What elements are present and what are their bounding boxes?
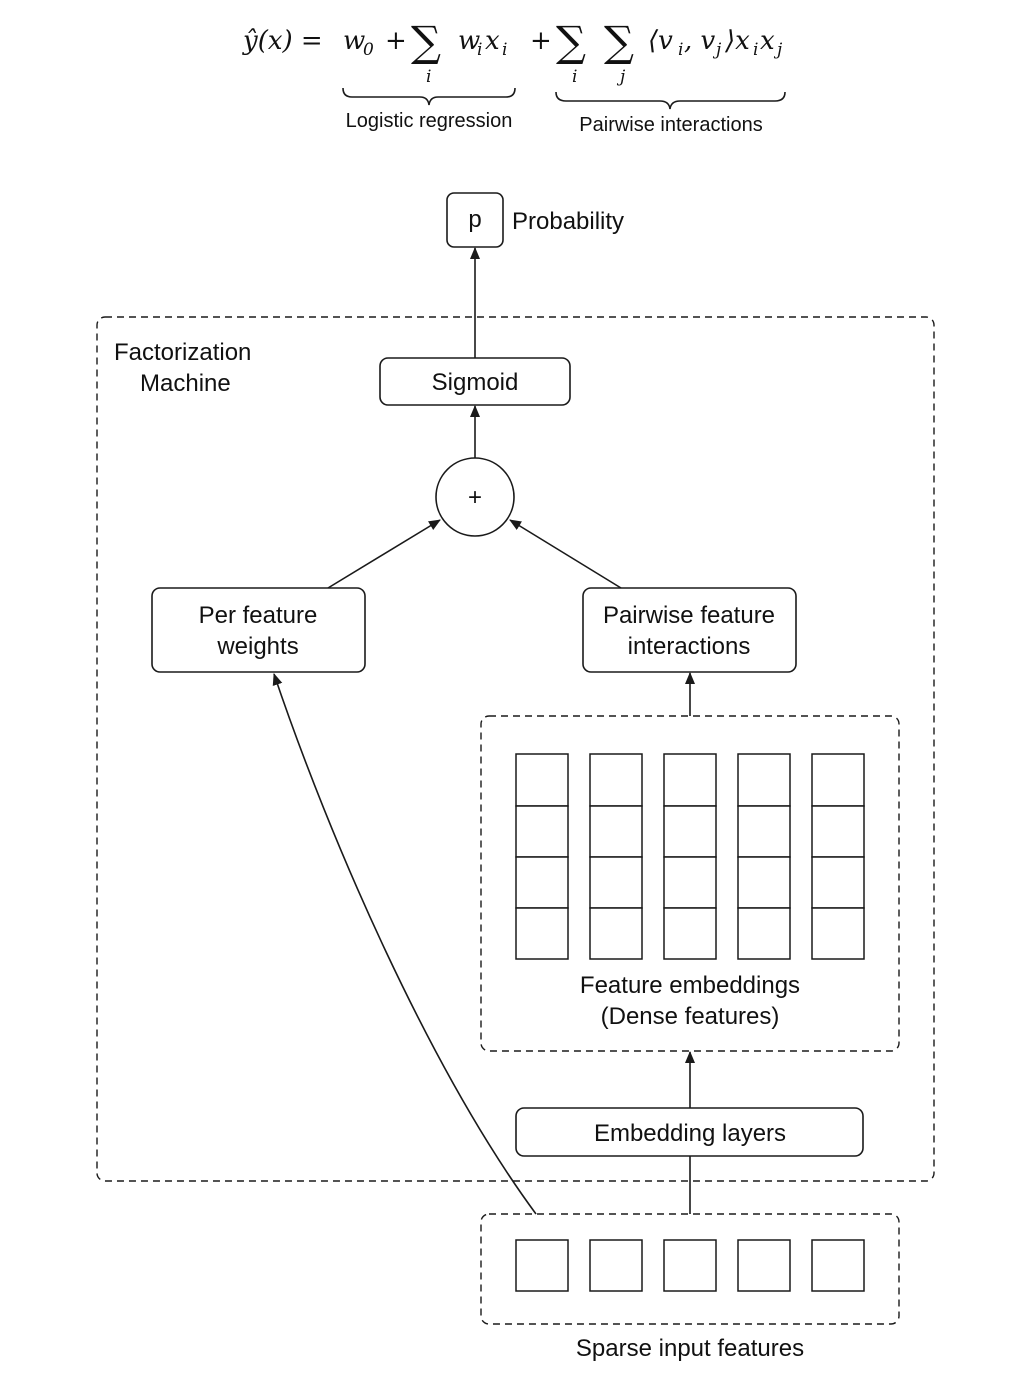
edge-per-feature-to-sum: [327, 519, 441, 589]
formula-interaction-close-x: ⟩x: [724, 26, 750, 56]
edge-sparse-to-per-feature-weights: [272, 673, 537, 1215]
embedding-cell: [589, 805, 643, 858]
embedding-matrix: [515, 753, 865, 960]
formula-interaction-comma-v: , v: [684, 26, 716, 56]
per-feature-weights-label-line1: Per feature: [199, 602, 318, 629]
formula-interaction-x2-sub: j: [773, 40, 783, 60]
embedding-cell: [737, 805, 791, 858]
edge-pairwise-to-sum: [509, 519, 622, 589]
sparse-input-cell: [589, 1239, 643, 1292]
formula-interaction-x-sub-i: i: [753, 40, 758, 60]
per-feature-weights-label-line2: weights: [216, 633, 298, 660]
embedding-cell: [663, 805, 717, 858]
embedding-cell: [515, 907, 569, 960]
fm-formula: ŷ(x) = w 0 + ∑ i w i x i + ∑ i ∑ j ⟨v i …: [242, 17, 786, 136]
formula-linear-x: x: [485, 26, 500, 56]
embedding-cell: [515, 753, 569, 807]
fm-container-label-line1: Factorization: [114, 339, 251, 366]
embedding-cell: [663, 856, 717, 909]
formula-sum-1: ∑: [411, 17, 441, 66]
sparse-input-container: [480, 1213, 900, 1325]
formula-sum-2-index-j: j: [616, 67, 626, 87]
formula-interaction-sub-j: j: [712, 40, 722, 60]
sparse-input-cell: [737, 1239, 791, 1292]
per-feature-weights-node: [151, 587, 366, 673]
formula-sum-2: ∑: [556, 17, 586, 66]
sparse-input-cell: [663, 1239, 717, 1292]
embedding-cell: [589, 907, 643, 960]
formula-w0-sub: 0: [363, 40, 374, 60]
formula-sum-2-index-i: i: [572, 67, 577, 87]
embedding-cell: [811, 753, 865, 807]
embedding-cell: [589, 856, 643, 909]
feature-embeddings-label-line2: (Dense features): [601, 1003, 780, 1030]
fm-container-label-line2: Machine: [140, 370, 231, 397]
embedding-cell: [515, 856, 569, 909]
embedding-cell: [663, 753, 717, 807]
formula-interaction-sub-i: i: [678, 40, 683, 60]
embedding-cell: [589, 753, 643, 807]
logistic-regression-label: Logistic regression: [346, 110, 513, 132]
formula-plus-2: +: [530, 26, 552, 56]
formula-interaction-v: ⟨v: [648, 26, 673, 56]
embedding-cell: [811, 805, 865, 858]
pairwise-interactions-label: Pairwise interactions: [579, 114, 762, 136]
sparse-input-cell: [811, 1239, 865, 1292]
logistic-brace: [342, 87, 516, 106]
embedding-cell: [515, 805, 569, 858]
formula-lhs: ŷ(x) =: [242, 26, 323, 56]
embedding-cell: [737, 907, 791, 960]
formula-linear-w: w: [458, 26, 480, 56]
formula-sum-3: ∑: [604, 17, 634, 66]
edges: [272, 247, 695, 1215]
formula-linear-w-sub: i: [477, 40, 482, 60]
embedding-layers-label: Embedding layers: [594, 1120, 786, 1147]
sparse-input-cell: [515, 1239, 569, 1292]
pairwise-interactions-label-line2: interactions: [628, 633, 751, 660]
sum-node-label: +: [468, 484, 482, 511]
pairwise-brace: [555, 91, 786, 110]
pairwise-interactions-label-line1: Pairwise feature: [603, 602, 775, 629]
formula-sum-1-index: i: [426, 67, 431, 87]
sparse-input-label: Sparse input features: [576, 1335, 804, 1362]
factorization-machine-container: [96, 316, 935, 1182]
embedding-cell: [737, 753, 791, 807]
formula-interaction-x2: x: [760, 26, 775, 56]
formula-w0: w: [343, 26, 365, 56]
formula-plus-1: +: [385, 26, 407, 56]
formula-linear-x-sub: i: [502, 40, 507, 60]
embedding-cell: [811, 856, 865, 909]
probability-label: Probability: [512, 208, 624, 235]
feature-embeddings-label-line1: Feature embeddings: [580, 972, 800, 999]
embedding-cell: [737, 856, 791, 909]
embedding-cell: [663, 907, 717, 960]
sparse-input-cells: [515, 1239, 865, 1292]
probability-node-label: p: [468, 206, 481, 233]
sigmoid-label: Sigmoid: [432, 369, 519, 396]
embedding-cell: [811, 907, 865, 960]
